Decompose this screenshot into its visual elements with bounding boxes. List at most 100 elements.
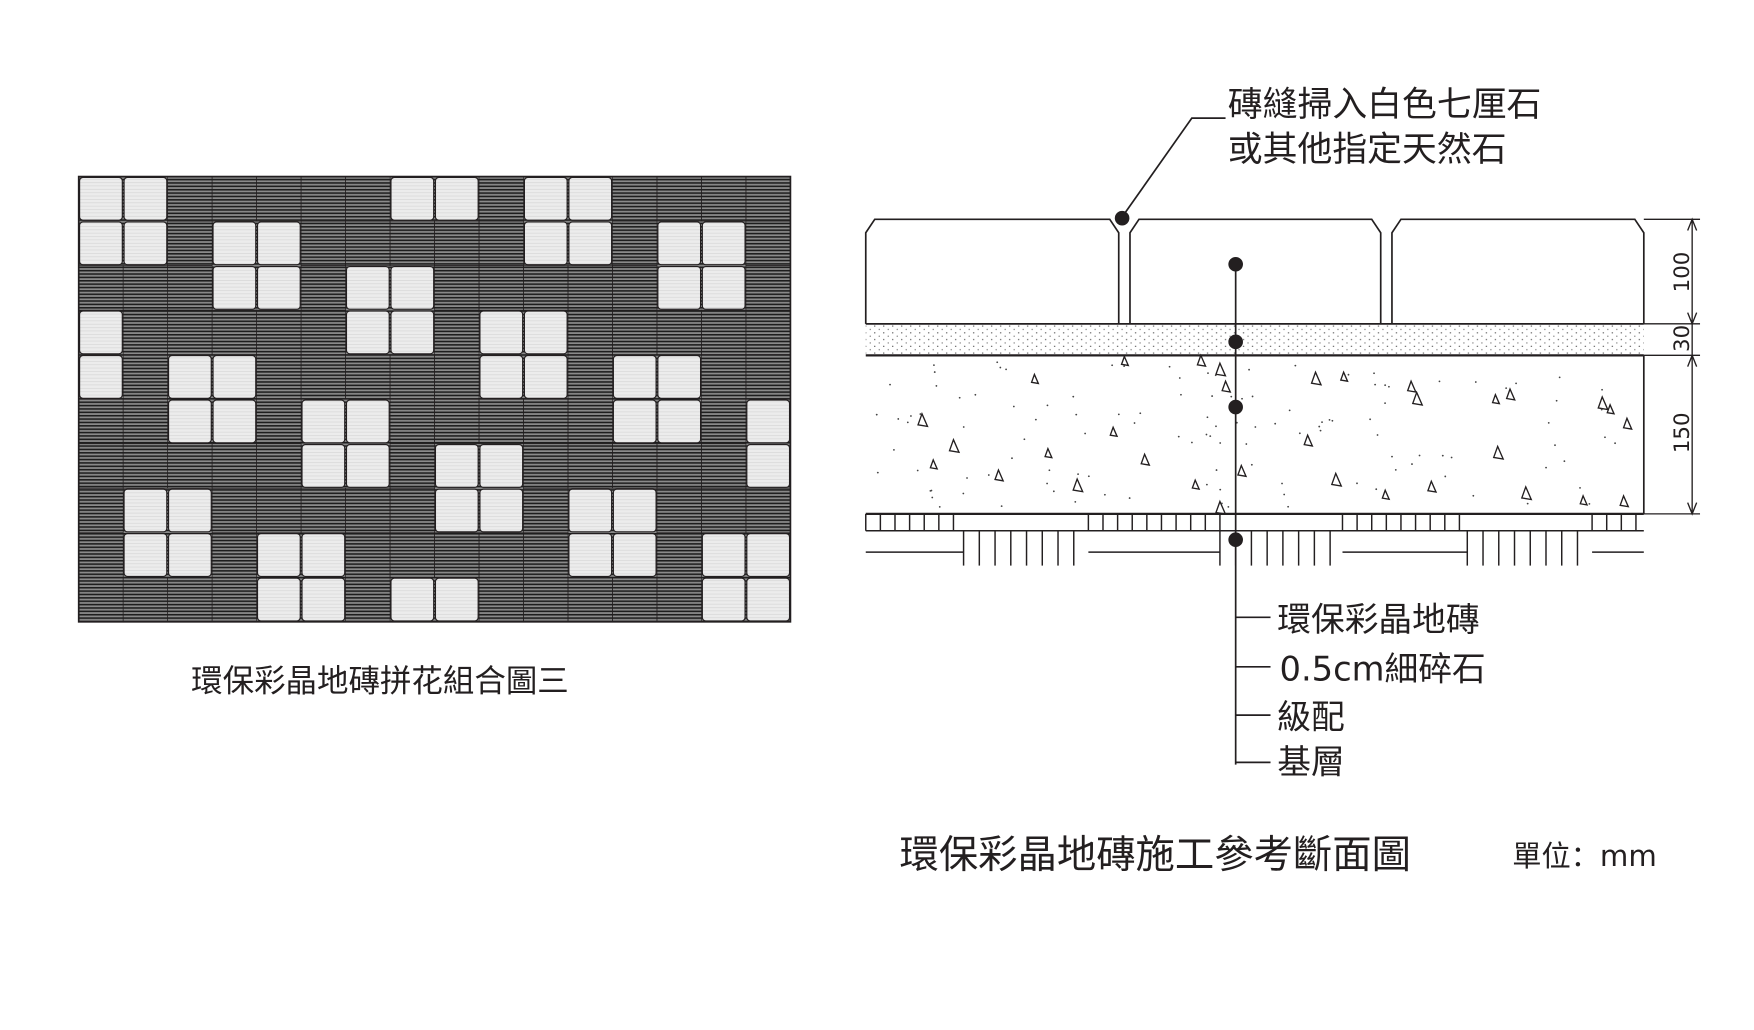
light-tile bbox=[523, 310, 568, 355]
aggregate-speck bbox=[1250, 463, 1253, 466]
aggregate-stone-icon bbox=[1406, 379, 1417, 393]
aggregate-speck bbox=[1214, 374, 1217, 377]
aggregate-speck bbox=[1111, 364, 1114, 367]
aggregate-speck bbox=[1123, 365, 1126, 368]
aggregate-speck bbox=[1281, 482, 1283, 485]
light-tile bbox=[390, 577, 435, 622]
dark-tile bbox=[345, 576, 391, 623]
light-tile bbox=[612, 399, 657, 444]
paver-dot bbox=[1228, 256, 1243, 272]
subgrade-dot bbox=[1228, 532, 1243, 548]
paver-2 bbox=[1129, 218, 1382, 324]
aggregate-speck bbox=[1374, 383, 1377, 386]
aggregate-speck bbox=[1418, 454, 1421, 457]
aggregate-speck bbox=[1472, 494, 1475, 497]
aggregate-stone-icon bbox=[1492, 444, 1505, 460]
aggregate-speck bbox=[1023, 438, 1026, 441]
aggregate-stone-icon bbox=[1237, 463, 1248, 478]
light-tile bbox=[568, 488, 613, 533]
aggregate-stone-icon bbox=[1196, 353, 1207, 368]
aggregate-speck bbox=[1087, 475, 1090, 478]
light-tile bbox=[657, 355, 702, 399]
light-tile bbox=[479, 310, 524, 355]
aggregate-stone-icon bbox=[1140, 452, 1151, 466]
light-tile bbox=[434, 488, 479, 533]
aggregate-speck bbox=[1205, 483, 1208, 486]
aggregate-speck bbox=[1526, 502, 1529, 505]
aggregate-speck bbox=[1283, 493, 1286, 496]
dark-tile bbox=[656, 576, 702, 623]
light-tile bbox=[479, 355, 524, 399]
aggregate-speck bbox=[1288, 409, 1291, 412]
aggregate-speck bbox=[1294, 364, 1297, 367]
aggregate-speck bbox=[1614, 442, 1616, 445]
aggregate-speck bbox=[933, 364, 935, 367]
aggregate-speck bbox=[1077, 473, 1079, 476]
aggregate-speck bbox=[962, 426, 965, 428]
light-tile bbox=[612, 355, 657, 399]
light-tile bbox=[256, 577, 301, 622]
light-tile bbox=[123, 221, 168, 266]
light-tile bbox=[568, 221, 613, 266]
light-tile bbox=[256, 533, 301, 577]
light-tile bbox=[701, 577, 746, 622]
light-tile bbox=[523, 221, 568, 266]
light-tile bbox=[657, 265, 702, 310]
aggregate-speck bbox=[1384, 402, 1386, 405]
layer-label-subgrade: 基層 bbox=[1277, 743, 1344, 782]
aggregate-speck bbox=[1394, 468, 1397, 471]
light-tile bbox=[523, 176, 568, 221]
aggregate-speck bbox=[1000, 505, 1003, 508]
light-tile bbox=[168, 355, 212, 399]
aggregate-speck bbox=[1048, 469, 1051, 472]
dark-tile bbox=[745, 487, 791, 534]
dark-tile bbox=[745, 354, 791, 400]
aggregate-speck bbox=[1219, 442, 1222, 444]
aggregate-speck bbox=[1177, 435, 1180, 438]
light-tile bbox=[168, 399, 212, 444]
aggregate-speck bbox=[1046, 482, 1048, 485]
aggregate-speck bbox=[1391, 455, 1393, 458]
light-tile bbox=[212, 221, 257, 266]
aggregate-speck bbox=[1505, 387, 1508, 390]
aggregate-speck bbox=[1211, 395, 1214, 397]
light-tile bbox=[79, 221, 123, 266]
aggregate-stone-icon bbox=[1622, 416, 1633, 430]
aggregate-speck bbox=[1298, 432, 1301, 435]
aggregate-speck bbox=[1321, 421, 1323, 424]
aggregate-speck bbox=[1319, 429, 1322, 432]
aggregate-stone-icon bbox=[1044, 446, 1053, 459]
graded-aggregate-layer bbox=[875, 353, 1633, 515]
aggregate-speck bbox=[876, 471, 879, 474]
aggregate-speck bbox=[1139, 412, 1142, 415]
aggregate-speck bbox=[1251, 395, 1254, 398]
light-tile bbox=[701, 221, 746, 266]
light-tile bbox=[523, 355, 568, 399]
aggregate-speck bbox=[996, 361, 999, 364]
aggregate-speck bbox=[1474, 381, 1477, 383]
light-tile bbox=[657, 221, 702, 266]
light-tile bbox=[256, 221, 301, 266]
aggregate-stone-icon bbox=[929, 458, 939, 470]
light-tile bbox=[434, 444, 479, 488]
aggregate-speck bbox=[893, 448, 895, 451]
aggregate-speck bbox=[1438, 380, 1441, 383]
aggregate-speck bbox=[1178, 377, 1181, 379]
aggregate-speck bbox=[1207, 372, 1209, 375]
pattern-caption: 環保彩晶地磚拼花組合圖三 bbox=[191, 664, 569, 700]
cross-section bbox=[864, 117, 1701, 765]
aggregate-speck bbox=[1384, 384, 1387, 387]
aggregate-speck bbox=[1545, 466, 1547, 469]
light-tile bbox=[301, 577, 346, 622]
aggregate-speck bbox=[987, 474, 990, 476]
joint-note-line2: 或其他指定天然石 bbox=[1228, 130, 1507, 170]
aggregate-speck bbox=[1579, 486, 1581, 489]
light-tile bbox=[345, 444, 390, 488]
dark-tile bbox=[211, 576, 257, 623]
aggregate-speck bbox=[1117, 413, 1120, 416]
aggregate-speck bbox=[1072, 395, 1075, 398]
light-tile bbox=[390, 310, 435, 355]
aggregate-speck bbox=[897, 418, 900, 420]
dimension-150: 150 bbox=[1670, 412, 1695, 453]
aggregate-speck bbox=[1052, 490, 1055, 493]
